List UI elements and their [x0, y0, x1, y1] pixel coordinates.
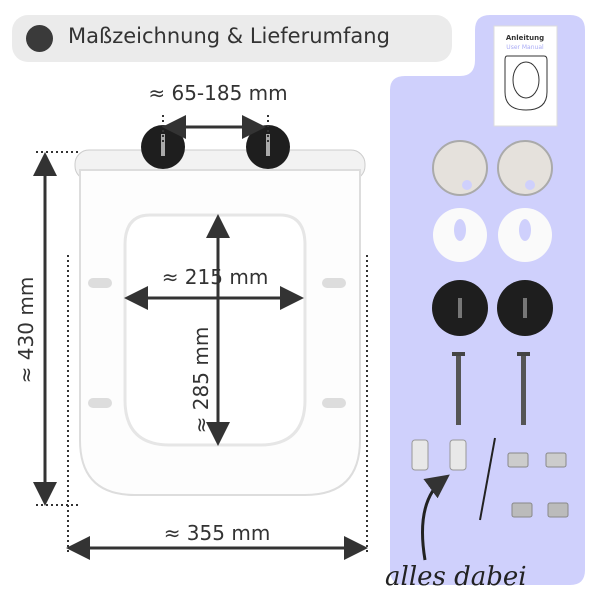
hinge-spacing-label: ≈ 65-185 mm [148, 81, 287, 105]
section-header: Maßzeichnung & Lieferumfang [12, 15, 452, 62]
user-manual: Anleitung User Manual [493, 25, 558, 127]
bullet-icon [26, 25, 53, 52]
section-title: Maßzeichnung & Lieferumfang [68, 24, 390, 48]
toilet-seat [74, 149, 366, 496]
hinge-caps [432, 140, 553, 196]
white-washers [433, 208, 552, 262]
arrow-icon [421, 474, 450, 561]
annotation-text: alles dabei [385, 562, 527, 592]
inner-length-label: ≈ 285 mm [189, 327, 213, 434]
inner-width-label: ≈ 215 mm [162, 265, 269, 289]
width-label: ≈ 355 mm [164, 521, 271, 545]
black-plates [432, 280, 553, 336]
bolts [452, 352, 530, 425]
manual-title: Anleitung [506, 34, 544, 42]
height-label: ≈ 430 mm [14, 277, 38, 384]
manual-subtitle: User Manual [506, 44, 544, 51]
fixing-parts [411, 437, 569, 521]
